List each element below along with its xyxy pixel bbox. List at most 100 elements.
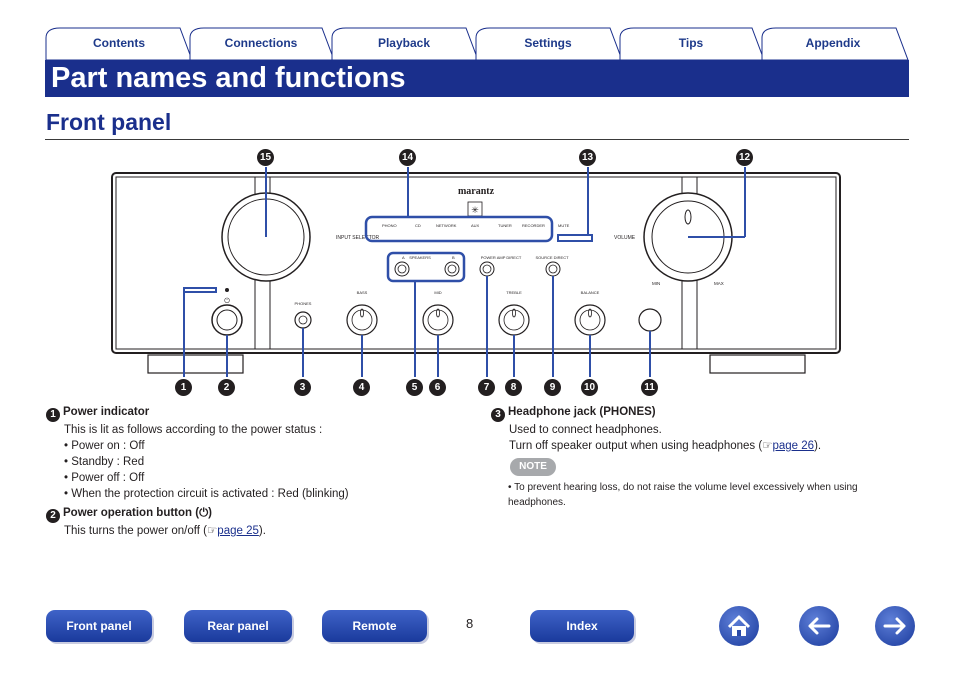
tab-contents[interactable]: Contents — [93, 36, 145, 50]
item-text: Turn off speaker output when using headp… — [509, 440, 763, 452]
svg-text:A: A — [402, 255, 405, 260]
item-title: Headphone jack (PHONES) — [508, 406, 656, 418]
power-amp-direct-button — [479, 261, 495, 277]
svg-text:TREBLE: TREBLE — [506, 290, 522, 295]
balance-knob — [574, 304, 606, 336]
input-mute: MUTE — [558, 223, 570, 228]
volume-max-label: MAX — [714, 281, 724, 286]
svg-text:B: B — [452, 255, 455, 260]
mid-knob — [422, 304, 454, 336]
bass-knob — [346, 304, 378, 336]
reference-icon: ☞ — [206, 525, 218, 537]
page-title: Part names and functions — [51, 62, 406, 94]
brand-logo: marantz — [458, 186, 495, 197]
tab-playback[interactable]: Playback — [377, 36, 431, 50]
page-number: 8 — [466, 616, 474, 631]
section-divider — [45, 139, 909, 140]
tab-connections[interactable]: Connections — [224, 36, 298, 50]
page-link[interactable]: page 25 — [217, 525, 259, 537]
home-button[interactable] — [719, 606, 759, 646]
volume-min-label: MIN — [652, 281, 660, 286]
speakers-a-button — [394, 261, 410, 277]
tab-appendix[interactable]: Appendix — [805, 36, 861, 50]
source-direct-button — [545, 261, 561, 277]
tab-shapes — [45, 27, 909, 60]
svg-text:POWER AMP DIRECT: POWER AMP DIRECT — [481, 255, 522, 260]
chassis-inner — [115, 176, 837, 350]
callout-7: 7 — [478, 379, 495, 396]
right-foot — [709, 354, 806, 374]
home-icon — [727, 615, 751, 636]
note-badge: NOTE — [510, 458, 556, 476]
input-network: NETWORK — [436, 223, 457, 228]
callout-3: 3 — [294, 379, 311, 396]
speakers-b-button — [444, 261, 460, 277]
input-aux: AUX — [471, 223, 480, 228]
page-link[interactable]: page 26 — [772, 440, 815, 452]
treble-knob — [498, 304, 530, 336]
callout-6: 6 — [429, 379, 446, 396]
rear-panel-button[interactable]: Rear panel — [184, 610, 292, 642]
ir-window — [638, 308, 662, 332]
back-arrow-icon — [808, 617, 831, 635]
speakers-label: SPEAKERS — [409, 255, 431, 260]
input-indicator-callout-box — [364, 215, 554, 243]
bullet: • When the protection circuit is activat… — [64, 488, 349, 500]
svg-text:BALANCE: BALANCE — [581, 290, 600, 295]
callout-10: 10 — [581, 379, 598, 396]
callout-5: 5 — [406, 379, 423, 396]
title-bar — [45, 60, 909, 97]
callout-13: 13 — [579, 149, 596, 166]
bullet: • Power off : Off — [64, 472, 145, 484]
reference-icon: ☞ — [762, 440, 773, 452]
volume-label: VOLUME — [614, 235, 636, 241]
svg-text:⏻: ⏻ — [224, 297, 230, 305]
remote-button[interactable]: Remote — [322, 610, 427, 642]
item-number: 3 — [491, 408, 505, 422]
callout-15: 15 — [257, 149, 274, 166]
phones-jack — [294, 311, 312, 329]
callout-1: 1 — [175, 379, 192, 396]
item-intro: This is lit as follows according to the … — [64, 424, 323, 436]
display-callout-box — [557, 234, 593, 242]
callout-14: 14 — [399, 149, 416, 166]
tab-tips[interactable]: Tips — [678, 36, 704, 50]
callout-9: 9 — [544, 379, 561, 396]
svg-text:MID: MID — [434, 290, 441, 295]
callout-11: 11 — [641, 379, 658, 396]
bullet: • Power on : Off — [64, 440, 145, 452]
index-button[interactable]: Index — [530, 610, 634, 642]
forward-arrow-icon — [883, 617, 906, 635]
back-button[interactable] — [799, 606, 839, 646]
top-tab-bar: Contents Connections Playback Settings T… — [0, 0, 954, 60]
forward-button[interactable] — [875, 606, 915, 646]
item-text: Used to connect headphones. — [509, 424, 662, 436]
svg-text:PHONES: PHONES — [295, 301, 312, 306]
svg-text:SOURCE DIRECT: SOURCE DIRECT — [535, 255, 569, 260]
input-cd: CD — [415, 223, 421, 228]
input-tuner: TUNER — [498, 223, 512, 228]
svg-text:BASS: BASS — [357, 290, 368, 295]
item-text: This turns the power on/off ( — [64, 525, 207, 537]
tab-settings[interactable]: Settings — [524, 36, 572, 50]
note-text: • To prevent hearing loss, do not raise … — [508, 482, 858, 508]
callout-8: 8 — [505, 379, 522, 396]
callout-leaders — [183, 167, 746, 377]
callout-4: 4 — [353, 379, 370, 396]
front-panel-button[interactable]: Front panel — [46, 610, 152, 642]
callout-2: 2 — [218, 379, 235, 396]
item-title: Power indicator — [63, 406, 150, 418]
left-foot — [147, 354, 244, 374]
item-title: Power operation button (⏻) — [63, 507, 212, 519]
bullet: • Standby : Red — [64, 456, 145, 468]
front-panel-diagram: INPUT SELECTOR VOLUME MIN MAX marantz ✳ … — [111, 167, 841, 377]
item-number: 1 — [46, 408, 60, 422]
speakers-callout-box — [386, 251, 466, 283]
svg-text:✳: ✳ — [471, 205, 479, 215]
callout-12: 12 — [736, 149, 753, 166]
item-number: 2 — [46, 509, 60, 523]
input-recorder: RECORDER — [522, 223, 545, 228]
